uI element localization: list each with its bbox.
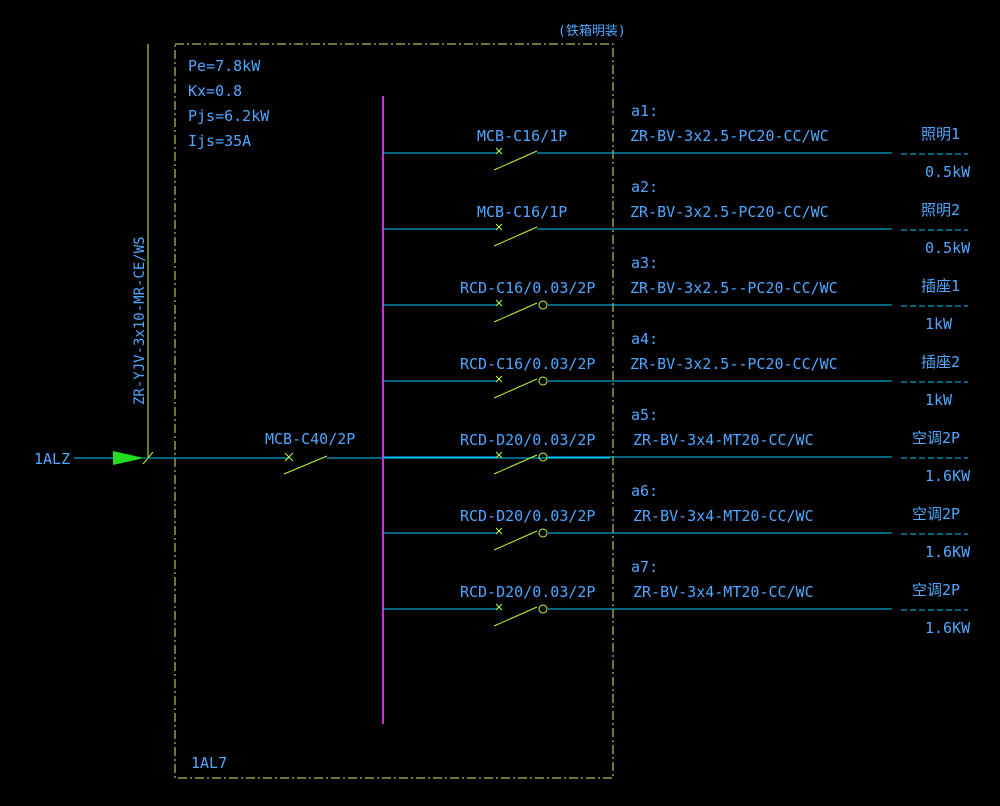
load-name: 空调2P bbox=[912, 581, 960, 599]
circuit-id: a5: bbox=[631, 406, 658, 424]
load-name: 空调2P bbox=[912, 505, 960, 523]
load-name: 插座2 bbox=[921, 353, 960, 371]
cable-spec: ZR-BV-3x2.5--PC20-CC/WC bbox=[630, 279, 838, 297]
load-power: 0.5kW bbox=[925, 239, 971, 257]
circuit-6: RCD-D20/0.03/2P a6: ZR-BV-3x4-MT20-CC/WC 空调… bbox=[383, 482, 971, 561]
incoming-cable-label: ZR-YJV-3x10-MR-CE/WS bbox=[132, 236, 148, 405]
cable-spec: ZR-BV-3x4-MT20-CC/WC bbox=[633, 431, 814, 449]
rcd-ring bbox=[538, 376, 548, 386]
load-power: 1kW bbox=[925, 391, 953, 409]
rcd-breaker-symbol bbox=[493, 451, 548, 475]
rcd-breaker-symbol bbox=[493, 375, 548, 399]
rcd-breaker-symbol bbox=[493, 603, 548, 627]
rcd-ring bbox=[538, 528, 548, 538]
load-name: 照明1 bbox=[921, 125, 960, 143]
panel-header: (铁箱明装) bbox=[558, 23, 626, 39]
load-power: 1kW bbox=[925, 315, 953, 333]
load-name: 插座1 bbox=[921, 277, 960, 295]
circuit-2: MCB-C16/1P a2: ZR-BV-3x2.5-PC20-CC/WC 照明2 0.… bbox=[383, 178, 971, 257]
circuit-5: RCD-D20/0.03/2P a5: ZR-BV-3x4-MT20-CC/WC 空调… bbox=[383, 406, 971, 485]
rcd-ring bbox=[538, 300, 548, 310]
param-pe: Pe=7.8kW bbox=[188, 57, 261, 75]
load-power: 1.6KW bbox=[925, 467, 971, 485]
param-kx: Kx=0.8 bbox=[188, 82, 242, 100]
incoming-arrow bbox=[113, 451, 144, 465]
circuit-id: a2: bbox=[631, 178, 658, 196]
cable-spec: ZR-BV-3x2.5--PC20-CC/WC bbox=[630, 355, 838, 373]
circuit-id: a3: bbox=[631, 254, 658, 272]
load-power: 0.5kW bbox=[925, 163, 971, 181]
cable-spec: ZR-BV-3x4-MT20-CC/WC bbox=[633, 583, 814, 601]
breaker-label: MCB-C16/1P bbox=[477, 203, 567, 221]
rcd-ring bbox=[538, 604, 548, 614]
circuit-1: MCB-C16/1P a1: ZR-BV-3x2.5-PC20-CC/WC 照明1 0.… bbox=[383, 102, 971, 181]
param-pjs: Pjs=6.2kW bbox=[188, 107, 270, 125]
cable-spec: ZR-BV-3x2.5-PC20-CC/WC bbox=[630, 127, 829, 145]
circuit-id: a6: bbox=[631, 482, 658, 500]
mcb-breaker-symbol bbox=[493, 223, 538, 247]
load-name: 照明2 bbox=[921, 201, 960, 219]
main-breaker-symbol bbox=[283, 452, 328, 475]
circuit-3: RCD-C16/0.03/2P a3: ZR-BV-3x2.5--PC20-CC/W… bbox=[383, 254, 968, 333]
rcd-breaker-symbol bbox=[493, 299, 548, 323]
circuit-id: a7: bbox=[631, 558, 658, 576]
param-ijs: Ijs=35A bbox=[188, 132, 251, 150]
breaker-label: RCD-D20/0.03/2P bbox=[460, 507, 595, 525]
load-power: 1.6KW bbox=[925, 543, 971, 561]
cable-spec: ZR-BV-3x4-MT20-CC/WC bbox=[633, 507, 814, 525]
breaker-label: RCD-D20/0.03/2P bbox=[460, 431, 595, 449]
breaker-label: RCD-C16/0.03/2P bbox=[460, 279, 595, 297]
breaker-label: RCD-C16/0.03/2P bbox=[460, 355, 595, 373]
circuit-7: RCD-D20/0.03/2P a7: ZR-BV-3x4-MT20-CC/WC 空调… bbox=[383, 558, 971, 637]
load-name: 空调2P bbox=[912, 429, 960, 447]
panel-enclosure bbox=[174, 43, 614, 779]
rcd-ring bbox=[538, 452, 548, 462]
branch-circuits: MCB-C16/1P a1: ZR-BV-3x2.5-PC20-CC/WC 照明1 0.… bbox=[383, 102, 971, 637]
breaker-label: MCB-C16/1P bbox=[477, 127, 567, 145]
circuit-id: a4: bbox=[631, 330, 658, 348]
breaker-label: RCD-D20/0.03/2P bbox=[460, 583, 595, 601]
mcb-breaker-symbol bbox=[493, 147, 538, 171]
load-power: 1.6KW bbox=[925, 619, 971, 637]
source-label: 1ALZ bbox=[34, 450, 70, 468]
rcd-breaker-symbol bbox=[493, 527, 548, 551]
main-breaker-label: MCB-C40/2P bbox=[265, 430, 355, 448]
panel-name: 1AL7 bbox=[191, 754, 227, 772]
cable-spec: ZR-BV-3x2.5-PC20-CC/WC bbox=[630, 203, 829, 221]
load-params: Pe=7.8kW Kx=0.8 Pjs=6.2kW Ijs=35A bbox=[188, 57, 270, 150]
circuit-id: a1: bbox=[631, 102, 658, 120]
circuit-4: RCD-C16/0.03/2P a4: ZR-BV-3x2.5--PC20-CC/W… bbox=[383, 330, 968, 409]
